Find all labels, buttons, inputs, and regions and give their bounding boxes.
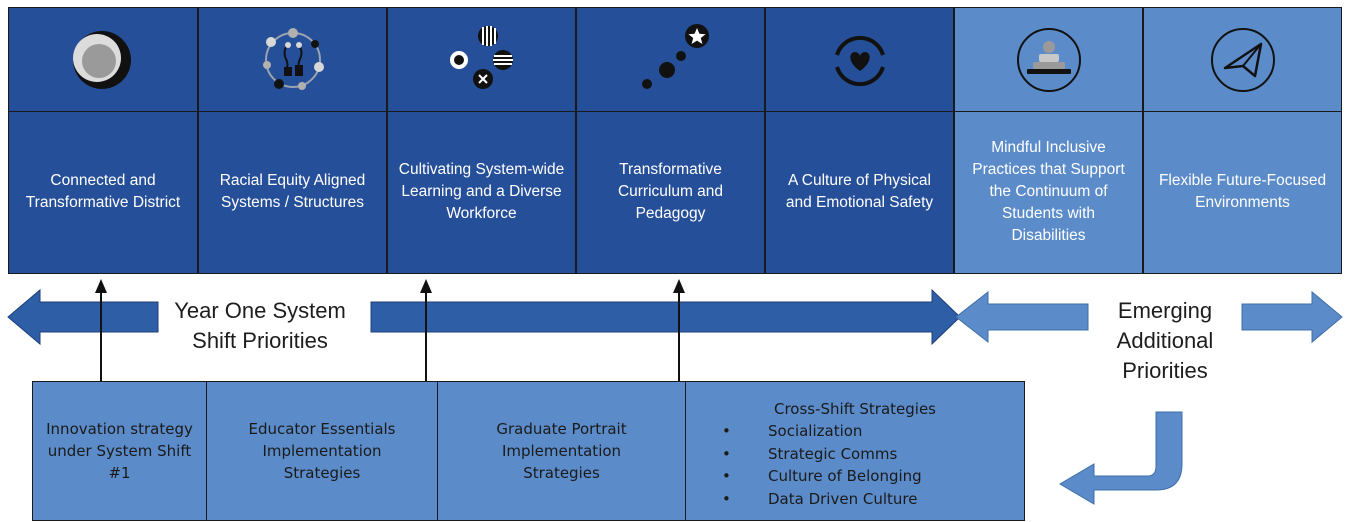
return-arrow (1059, 411, 1183, 505)
shift-column-5: A Culture of Physical and Emotional Safe… (765, 7, 954, 274)
rising-star-icon (641, 23, 709, 89)
list-item: Strategic Comms (686, 443, 922, 466)
shift-column-1: Connected and Transformative District (8, 7, 198, 274)
shift-column-7: Flexible Future-Focused Environments (1143, 7, 1342, 274)
list-item: Culture of Belonging (686, 465, 922, 488)
shift-column-3: Cultivating System-wide Learning and a D… (387, 7, 576, 274)
right-arrow-body (370, 288, 961, 346)
icon-cell-4 (577, 8, 764, 112)
educator-essentials-box: Educator Essentials Implementation Strat… (206, 381, 438, 521)
shift-column-4: Transformative Curriculum and Pedagogy (576, 7, 765, 274)
innovation-strategy-label: Innovation strategy under System Shift #… (46, 420, 193, 482)
shift-column-2: Racial Equity Aligned Systems / Structur… (198, 7, 387, 274)
connector-1-head (95, 279, 107, 293)
shift-label-2: Racial Equity Aligned Systems / Structur… (219, 172, 366, 211)
icon-cell-1 (9, 8, 197, 112)
network-ring-icon (262, 27, 324, 90)
educator-essentials-label: Educator Essentials Implementation Strat… (248, 420, 396, 482)
innovation-strategy-box: Innovation strategy under System Shift #… (32, 381, 207, 521)
shift-label-5: A Culture of Physical and Emotional Safe… (785, 172, 934, 211)
shift-label-4: Transformative Curriculum and Pedagogy (617, 161, 724, 222)
shift-label-3: Cultivating System-wide Learning and a D… (398, 161, 565, 222)
emerging-label: Emerging Additional Priorities (1116, 298, 1214, 383)
left-arrow-head (7, 288, 159, 346)
shift-label-1: Connected and Transformative District (25, 172, 181, 211)
icon-cell-2 (199, 8, 386, 112)
paper-plane-icon (1210, 27, 1275, 92)
connector-3-head (673, 279, 685, 293)
icon-cell-7 (1144, 8, 1341, 112)
cross-shift-title: Cross-Shift Strategies (774, 400, 936, 418)
list-item: Socialization (686, 420, 922, 443)
stacked-person-icon (1016, 27, 1081, 92)
icon-cell-3 (388, 8, 575, 112)
connector-2-head (420, 279, 432, 293)
emerging-left-arrow (955, 290, 1089, 344)
icon-cell-6 (955, 8, 1142, 112)
cross-shift-list: Socialization Strategic Comms Culture of… (686, 420, 922, 510)
shift-label-7: Flexible Future-Focused Environments (1158, 172, 1327, 211)
graduate-portrait-label: Graduate Portrait Implementation Strateg… (496, 420, 627, 482)
icon-cell-5 (766, 8, 953, 112)
year-one-label: Year One System Shift Priorities (174, 298, 346, 353)
system-shift-grid: Connected and Transformative District (8, 7, 1342, 274)
cross-shift-box: Cross-Shift Strategies Socialization Str… (685, 381, 1025, 521)
heart-circle-icon (834, 35, 885, 86)
graduate-portrait-box: Graduate Portrait Implementation Strateg… (437, 381, 686, 521)
pattern-dots-icon (449, 25, 513, 89)
emerging-right-arrow (1241, 290, 1343, 344)
shift-column-6: Mindful Inclusive Practices that Support… (954, 7, 1143, 274)
shift-label-6: Mindful Inclusive Practices that Support… (972, 139, 1125, 244)
circles-icon (73, 30, 131, 89)
list-item: Data Driven Culture (686, 488, 922, 511)
